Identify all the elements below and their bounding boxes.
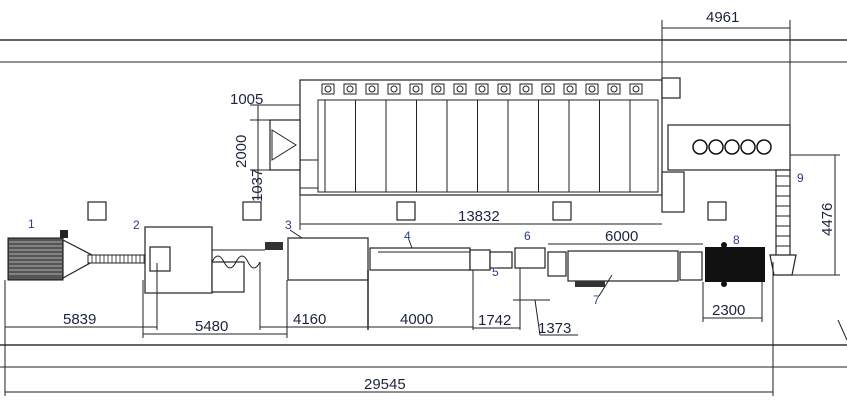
item-2-crusher: [144, 226, 283, 294]
main-dryer-building: [269, 77, 685, 213]
drawing-detail: [500, 85, 508, 93]
dim-1742: 1742: [478, 312, 511, 329]
item-label-6: 6: [524, 229, 531, 243]
dim-13832: 13832: [458, 208, 500, 225]
drawing-detail: [708, 139, 724, 155]
drawing-detail: [566, 85, 574, 93]
dim-5480: 5480: [195, 318, 228, 335]
drawing-detail: [412, 85, 420, 93]
drawing-detail: [478, 85, 486, 93]
drawing-detail: [544, 85, 552, 93]
item-label-1: 1: [28, 217, 35, 231]
drawing-detail: [434, 85, 442, 93]
item-1-feeder: [7, 230, 161, 281]
drawing-detail: [387, 83, 401, 95]
dim-1005: 1005: [230, 91, 263, 108]
item-label-9: 9: [797, 171, 804, 185]
item-label-2: 2: [133, 218, 140, 232]
drawing-detail: [740, 139, 756, 155]
dim-4000: 4000: [400, 311, 433, 328]
item-3-dryer-drum: [287, 237, 369, 281]
drawing-detail: [692, 139, 708, 155]
drawing-detail: [453, 83, 467, 95]
dim-4476: 4476: [819, 203, 836, 236]
item-8-unit: [705, 242, 765, 287]
drawing-detail: [497, 83, 511, 95]
item-label-7: 7: [593, 293, 600, 307]
column-markers: [87, 201, 727, 221]
drawing-detail: [390, 85, 398, 93]
drawing-detail: [365, 83, 379, 95]
frame-lines: [0, 39, 847, 368]
drawing-detail: [409, 83, 423, 95]
item-label-5: 5: [492, 265, 499, 279]
dim-1037: 1037: [249, 169, 266, 202]
item-4-conveyor: [369, 247, 546, 271]
drawing-detail: [610, 85, 618, 93]
dim-5839: 5839: [63, 311, 96, 328]
drawing-detail: [585, 83, 599, 95]
drawing-detail: [343, 83, 357, 95]
drawing-detail: [519, 83, 533, 95]
drawing-detail: [321, 83, 335, 95]
dim-2000: 2000: [233, 135, 250, 168]
drawing-detail: [724, 139, 740, 155]
item-label-4: 4: [404, 229, 411, 243]
dimension-lines: [4, 20, 840, 396]
dim-6000: 6000: [605, 228, 638, 245]
drawing-detail: [756, 139, 772, 155]
drawing-detail: [563, 83, 577, 95]
item-label-3: 3: [285, 218, 292, 232]
right-cooling-unit: [667, 124, 791, 171]
dim-29545: 29545: [364, 376, 406, 393]
dim-4160: 4160: [293, 311, 326, 328]
drawing-detail: [588, 85, 596, 93]
drawing-detail: [475, 83, 489, 95]
dim-2300: 2300: [712, 302, 745, 319]
elevator-9: [769, 169, 797, 276]
drawing-detail: [541, 83, 555, 95]
drawing-detail: [431, 83, 445, 95]
drawing-detail: [629, 83, 643, 95]
drawing-detail: [324, 85, 332, 93]
drawing-detail: [346, 85, 354, 93]
drawing-detail: [522, 85, 530, 93]
dim-1373: 1373: [538, 320, 571, 337]
item-label-8: 8: [733, 233, 740, 247]
drawing-detail: [368, 85, 376, 93]
drawing-detail: [632, 85, 640, 93]
drawing-detail: [607, 83, 621, 95]
item-7-press: [547, 250, 703, 287]
drawing-detail: [456, 85, 464, 93]
dim-4961: 4961: [706, 9, 739, 26]
